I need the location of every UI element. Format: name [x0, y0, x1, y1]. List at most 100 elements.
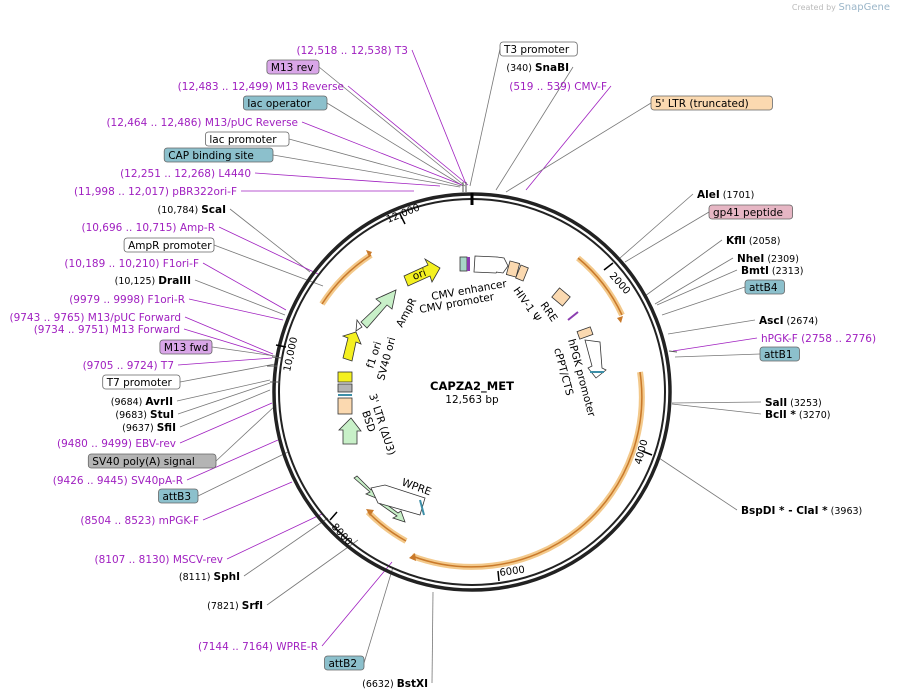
label-attb3: attB3: [158, 488, 199, 504]
connector-cmv-f: [525, 85, 612, 191]
connector-gp41-peptide: [624, 211, 710, 263]
connector-wpre-r: [321, 561, 393, 647]
connector-cap-binding-site: [272, 154, 461, 188]
label-text-nhei: NheI (2309): [737, 253, 799, 265]
label-text-amp-r: (10,696 .. 10,715) Amp-R: [81, 222, 215, 234]
label-f1ori-f: (10,189 .. 10,210) F1ori-F: [64, 258, 199, 270]
connector-ampr-promoter: [213, 244, 324, 287]
label-box-attb4: [744, 279, 785, 295]
label-text-5-ltr-truncated: 5' LTR (truncated): [655, 98, 749, 110]
label-text-ampr-promoter: AmpR promoter: [128, 240, 212, 252]
label-box-t3-promoter: [499, 41, 578, 57]
connector-bstxi: [431, 591, 434, 684]
label-box-cap-binding-site: [163, 147, 274, 163]
connector-m13-rev: [318, 66, 466, 187]
connector-t7-promoter: [179, 363, 276, 383]
label-text-m13-forward: (9734 .. 9751) M13 Forward: [34, 324, 180, 336]
label-m13-forward: (9734 .. 9751) M13 Forward: [34, 324, 180, 336]
label-asci: AscI (2674): [759, 315, 818, 327]
label-wpre-r: (7144 .. 7164) WPRE-R: [198, 641, 318, 653]
label-text-attb3: attB3: [163, 491, 192, 503]
label-text-snabi: (340) SnaBI: [506, 62, 569, 74]
label-m13-puc-reverse: (12,464 .. 12,486) M13/pUC Reverse: [106, 117, 298, 129]
label-attb4: attB4: [744, 279, 785, 295]
label-text-mpgk-f: (8504 .. 8523) mPGK-F: [80, 515, 199, 527]
label-f1ori-r: (9979 .. 9998) F1ori-R: [69, 294, 185, 306]
connector-m13-puc-forward: [184, 316, 274, 355]
connector-attb3: [197, 451, 289, 497]
feature-ori: ori: [411, 267, 428, 283]
label-attb2: attB2: [324, 655, 365, 671]
label-text-bstxi: (6632) BstXI: [362, 678, 428, 690]
label-sv40-poly-a-signal: SV40 poly(A) signal: [87, 453, 217, 469]
label-text-kfli: KflI (2058): [726, 235, 780, 247]
connector-sv40pa-r: [186, 439, 279, 481]
connector-alei: [619, 193, 694, 259]
label-text-f1ori-r: (9979 .. 9998) F1ori-R: [69, 294, 185, 306]
label-text-cmv-f: (519 .. 539) CMV-F: [509, 81, 607, 93]
connector-sfii: [179, 389, 271, 428]
connector-scai: [229, 208, 311, 273]
connector-m13-reverse: [347, 85, 469, 186]
label-text-bspdi-clai: BspDI * - ClaI * (3963): [741, 505, 862, 517]
connector-t7: [177, 357, 273, 366]
label-box-sv40-poly-a-signal: [87, 453, 217, 469]
label-text-cap-binding-site: CAP binding site: [168, 150, 254, 162]
snapgene-credit: Created by SnapGene: [792, 2, 890, 13]
label-text-pbr322ori-f: (11,998 .. 12,017) pBR322ori-F: [74, 186, 237, 198]
label-attb1: attB1: [759, 346, 800, 362]
feature-rre: RRE: [538, 300, 560, 324]
label-sali: SalI (3253): [765, 397, 822, 409]
label-amp-r: (10,696 .. 10,715) Amp-R: [81, 222, 215, 234]
label-draiii: (10,125) DraIII: [115, 275, 191, 287]
label-cmv-f: (519 .. 539) CMV-F: [509, 81, 607, 93]
connector-attb1: [674, 353, 761, 358]
connector-sali: [671, 401, 762, 404]
connector-m13-fwd: [211, 346, 276, 357]
label-text-lac-operator: lac operator: [247, 98, 311, 110]
label-text-t7: (9705 .. 9724) T7: [83, 360, 174, 372]
connector-hpgk-f: [672, 337, 758, 352]
label-connectors: [176, 48, 762, 684]
connector-draiii: [194, 279, 286, 316]
label-text-l4440: (12,251 .. 12,268) L4440: [120, 168, 251, 180]
label-lac-operator: lac operator: [242, 95, 328, 111]
inner-features: [337, 255, 607, 523]
label-text-draiii: (10,125) DraIII: [115, 275, 191, 287]
connector-5-ltr-truncated: [505, 102, 652, 193]
label-text-m13-puc-reverse: (12,464 .. 12,486) M13/pUC Reverse: [106, 117, 298, 129]
label-snabi: (340) SnaBI: [506, 62, 569, 74]
connector-amp-r: [218, 226, 319, 275]
label-nhei: NheI (2309): [737, 253, 799, 265]
connector-srfi: [266, 539, 359, 606]
feature-hiv1-psi: HIV-1 Ψ: [511, 285, 544, 324]
ring-markers: [267, 182, 678, 383]
label-box-t7-promoter: [102, 374, 181, 390]
label-t3-promoter: T3 promoter: [499, 41, 578, 57]
label-hpgk-f: hPGK-F (2758 .. 2776): [761, 333, 876, 345]
connector-snabi: [495, 66, 574, 191]
label-text-t3-promoter: T3 promoter: [503, 44, 570, 56]
connector-lac-promoter: [288, 138, 462, 187]
label-bstxi: (6632) BstXI: [362, 678, 428, 690]
label-sphi: (8111) SphI: [179, 571, 240, 583]
label-avrii: (9684) AvrII: [111, 396, 173, 408]
label-m13-puc-forward: (9743 .. 9765) M13/pUC Forward: [9, 312, 181, 324]
label-box-5-ltr-truncated: [650, 95, 773, 111]
label-cap-binding-site: CAP binding site: [163, 147, 274, 163]
connector-asci: [667, 319, 756, 335]
connector-bcli: [671, 403, 762, 415]
label-alei: AleI (1701): [697, 189, 754, 201]
label-lac-promoter: lac promoter: [204, 131, 290, 147]
label-box-lac-operator: [242, 95, 328, 111]
credit-prefix: Created by: [791, 3, 836, 12]
label-text-alei: AleI (1701): [697, 189, 754, 201]
label-box-lac-promoter: [204, 131, 290, 147]
connector-kfli: [644, 239, 723, 297]
label-l4440: (12,251 .. 12,268) L4440: [120, 168, 251, 180]
label-text-bcli: BclI * (3270): [765, 409, 831, 421]
connector-bmti: [656, 269, 738, 306]
label-text-sali: SalI (3253): [765, 397, 822, 409]
connector-m13-forward: [183, 328, 274, 357]
